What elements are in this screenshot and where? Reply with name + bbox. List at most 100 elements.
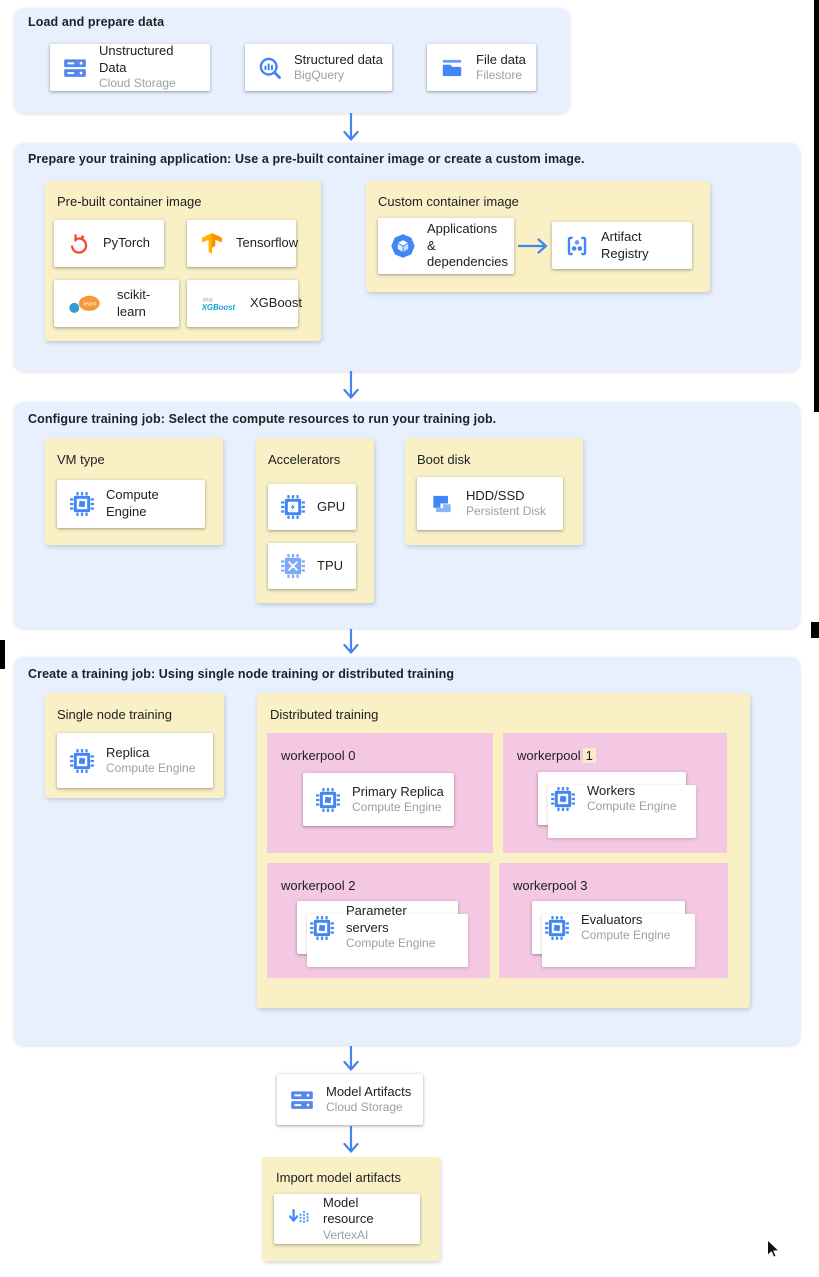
bigquery-icon <box>257 55 283 81</box>
filestore-icon <box>439 55 465 81</box>
import-model-label: Import model artifacts <box>276 1170 401 1185</box>
card-title: HDD/SSD <box>466 487 525 503</box>
page-edge-bar-right <box>811 622 819 638</box>
down-arrow-icon <box>343 113 359 141</box>
section-load-title: Load and prepare data <box>28 15 165 29</box>
compute-engine-icon <box>309 915 335 941</box>
section-configure-title: Configure training job: Select the compu… <box>28 412 497 426</box>
section-prepare-title: Prepare your training application: Use a… <box>28 152 585 166</box>
custom-panel-label: Custom container image <box>378 194 519 209</box>
down-arrow-icon <box>343 371 359 399</box>
card-tensorflow: Tensorflow <box>187 220 299 267</box>
scikit-learn-icon: learn <box>66 291 106 317</box>
card-subtitle: Persistent Disk <box>466 504 547 519</box>
card-subtitle: Compute Engine <box>581 928 671 943</box>
card-title: Parameter servers <box>346 903 407 935</box>
card-title: File data <box>476 51 526 67</box>
down-arrow-icon <box>343 1126 359 1153</box>
workerpool-name: workerpool <box>281 878 345 893</box>
compute-engine-icon <box>315 787 341 813</box>
tensorflow-icon <box>199 231 225 257</box>
down-arrow-icon <box>343 1046 359 1071</box>
card-tpu: TPU <box>268 543 356 589</box>
mouse-cursor-icon <box>766 1238 781 1258</box>
gpu-icon <box>280 494 306 520</box>
card-title: Evaluators <box>581 911 643 927</box>
card-subtitle: Compute Engine <box>587 799 677 814</box>
card-title: Tensorflow <box>236 235 299 251</box>
pytorch-icon <box>66 231 92 257</box>
vm-type-label: VM type <box>57 452 105 467</box>
workerpool-0-label: workerpool 0 <box>281 748 355 763</box>
card-subtitle: Cloud Storage <box>326 1100 403 1115</box>
card-subtitle: Filestore <box>476 68 523 83</box>
card-subtitle: Compute Engine <box>106 761 196 776</box>
workerpool-number: 3 <box>580 878 588 893</box>
scikit-logo-text: learn <box>83 301 96 307</box>
cloud-storage-icon <box>289 1087 315 1113</box>
distributed-label: Distributed training <box>270 707 379 722</box>
tpu-icon <box>280 553 306 579</box>
card-subtitle: Cloud Storage <box>99 76 176 91</box>
workerpool-name: workerpool <box>513 878 577 893</box>
workerpool-2-label: workerpool 2 <box>281 878 355 893</box>
card-title: Model resource <box>323 1194 374 1227</box>
page-edge-line <box>814 0 819 412</box>
page-edge-bar-left <box>0 640 5 669</box>
artifact-registry-icon <box>564 233 590 259</box>
xgboost-logo-text: XGBoost <box>201 302 236 311</box>
compute-engine-icon <box>69 748 95 774</box>
compute-engine-icon <box>69 491 95 517</box>
card-title: PyTorch <box>103 235 150 251</box>
card-gpu: GPU <box>268 484 356 530</box>
card-subtitle: VertexAI <box>323 1227 369 1242</box>
card-title: Workers <box>587 782 636 798</box>
card-title: TPU <box>317 557 343 573</box>
vertex-ai-icon <box>286 1206 312 1232</box>
card-title: Artifact Registry <box>601 228 649 261</box>
cloud-storage-icon <box>62 55 88 81</box>
card-title: Primary Replica <box>352 783 444 799</box>
workerpool-number-highlighted: 1 <box>582 748 596 763</box>
card-title: GPU <box>317 498 346 514</box>
card-subtitle: BigQuery <box>294 68 345 83</box>
down-arrow-icon <box>343 629 359 654</box>
card-subtitle: Compute Engine <box>352 800 442 815</box>
workerpool-name: workerpool <box>281 748 345 763</box>
card-title: Replica <box>106 744 150 760</box>
workerpool-number: 2 <box>348 878 356 893</box>
card-title: Unstructured Data <box>99 43 174 75</box>
xgboost-logo-small: dmlc <box>203 297 214 303</box>
card-title: Structured data <box>294 51 383 67</box>
card-scikit-learn: learn scikit-learn <box>54 280 179 327</box>
workerpool-3-label: workerpool 3 <box>513 878 587 893</box>
card-artifact-registry: Artifact Registry <box>552 222 692 269</box>
persistent-disk-icon <box>429 491 455 517</box>
boot-disk-label: Boot disk <box>417 452 471 467</box>
card-pytorch: PyTorch <box>54 220 164 267</box>
card-title: scikit-learn <box>117 286 151 319</box>
compute-engine-icon <box>550 786 576 812</box>
right-arrow-icon <box>518 238 548 254</box>
card-compute-engine: Compute Engine <box>57 480 205 528</box>
card-title: Model Artifacts <box>326 1083 412 1099</box>
card-applications-dependencies: Applications & dependencies <box>378 218 514 274</box>
workerpool-name: workerpool <box>517 748 581 763</box>
applications-icon <box>390 233 416 259</box>
compute-engine-icon <box>544 915 570 941</box>
single-node-label: Single node training <box>57 707 172 722</box>
